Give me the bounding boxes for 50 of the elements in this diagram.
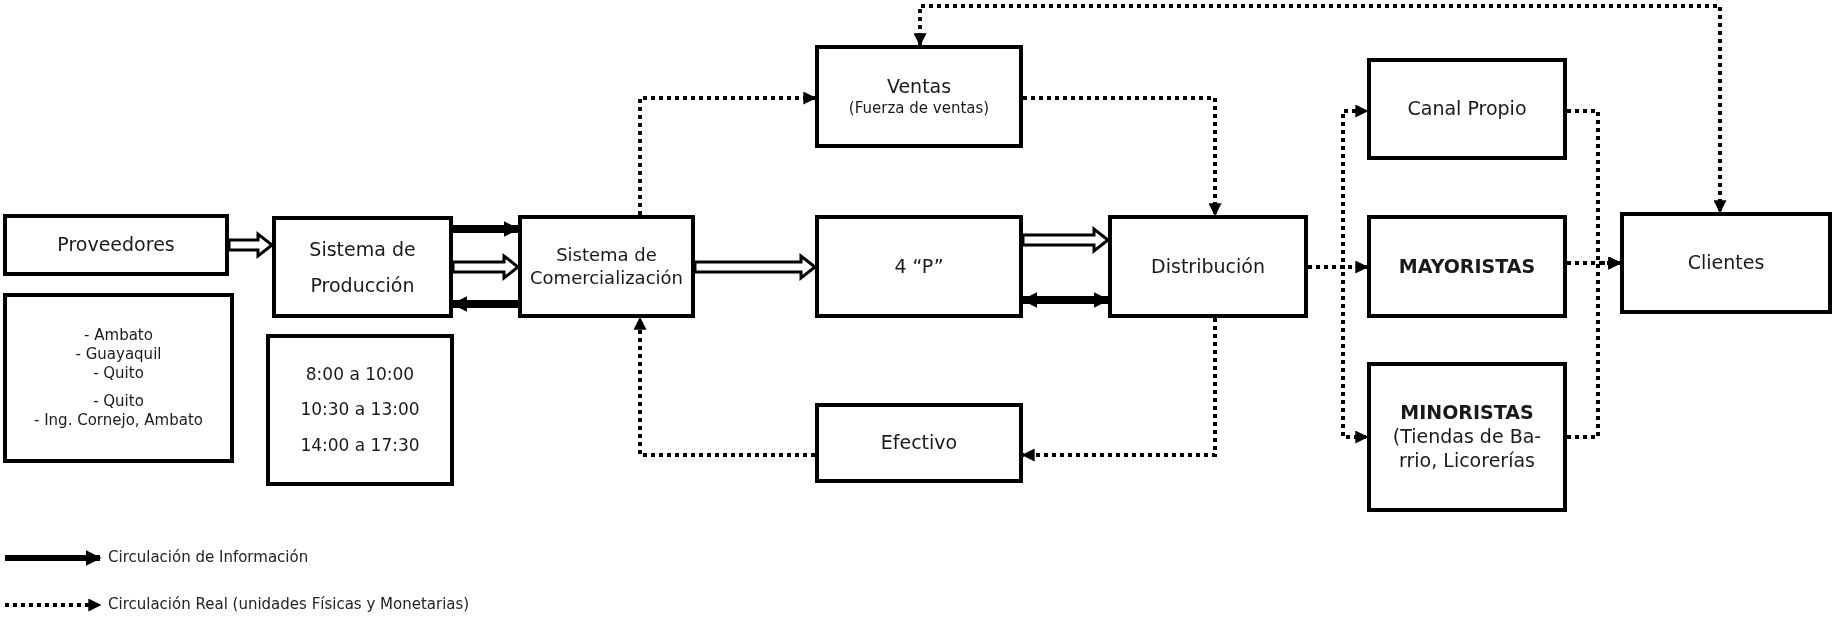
- node-title: Ventas: [886, 75, 952, 99]
- arrow: [1567, 256, 1622, 439]
- arrow: [453, 221, 520, 237]
- node-title: Clientes: [1687, 251, 1765, 275]
- node-text: (Fuerza de ventas): [848, 99, 990, 118]
- process-box: [272, 216, 453, 318]
- process-box: [1367, 362, 1567, 512]
- node-text: (Tiendas de Ba- rrio, Licorerías: [1391, 425, 1543, 473]
- process-box: [815, 215, 1023, 318]
- node-title: Efectivo: [880, 431, 958, 455]
- node-text: - Guayaquil: [75, 344, 162, 364]
- process-box: [1367, 215, 1567, 318]
- node-text: - Ing. Cornejo, Ambato: [34, 411, 203, 430]
- node-text: - Quito: [93, 392, 144, 412]
- process-box: [1108, 215, 1308, 318]
- schedule-box: [266, 334, 454, 486]
- node-text: - Quito: [93, 363, 144, 383]
- legend-text: Circulación de Información: [108, 548, 309, 566]
- node-title: Canal Propio: [1407, 97, 1527, 121]
- arrow: [1308, 265, 1369, 444]
- outline-arrow: [693, 252, 818, 282]
- process-box: [815, 403, 1023, 483]
- arrow: [1021, 292, 1110, 308]
- node-text: 10:30 a 13:00: [300, 399, 420, 421]
- legend-text: Circulación Real (unidades Físicas y Monetarias): [108, 595, 470, 613]
- node-text: 14:00 a 17:30: [300, 434, 420, 456]
- process-box: [3, 214, 229, 276]
- arrow: [1021, 318, 1217, 462]
- node-title: Proveedores: [57, 233, 175, 257]
- node-title: MINORISTAS: [1400, 401, 1534, 426]
- node-title: MAYORISTAS: [1398, 254, 1536, 279]
- process-box: [1367, 58, 1567, 160]
- arrow: [633, 316, 815, 457]
- outline-arrow: [1021, 225, 1111, 255]
- node-title: 8:00 a 10:00: [305, 364, 415, 386]
- supplier-list-box: [3, 293, 234, 463]
- node-title: Distribución: [1151, 254, 1265, 279]
- outline-arrow: [227, 230, 275, 260]
- node-title: Sistema de Comercialización: [529, 244, 684, 289]
- outline-arrow: [451, 252, 521, 282]
- process-box: [815, 45, 1023, 148]
- process-box: [518, 215, 695, 318]
- node-title: Sistema de Producción: [308, 236, 417, 298]
- arrow: [638, 91, 817, 215]
- arrow: [451, 296, 518, 312]
- node-title: - Ambato: [84, 326, 153, 345]
- arrow: [1023, 96, 1222, 217]
- arrow: [913, 4, 1727, 214]
- process-box: [1620, 212, 1832, 314]
- node-title: 4 “P”: [894, 254, 944, 279]
